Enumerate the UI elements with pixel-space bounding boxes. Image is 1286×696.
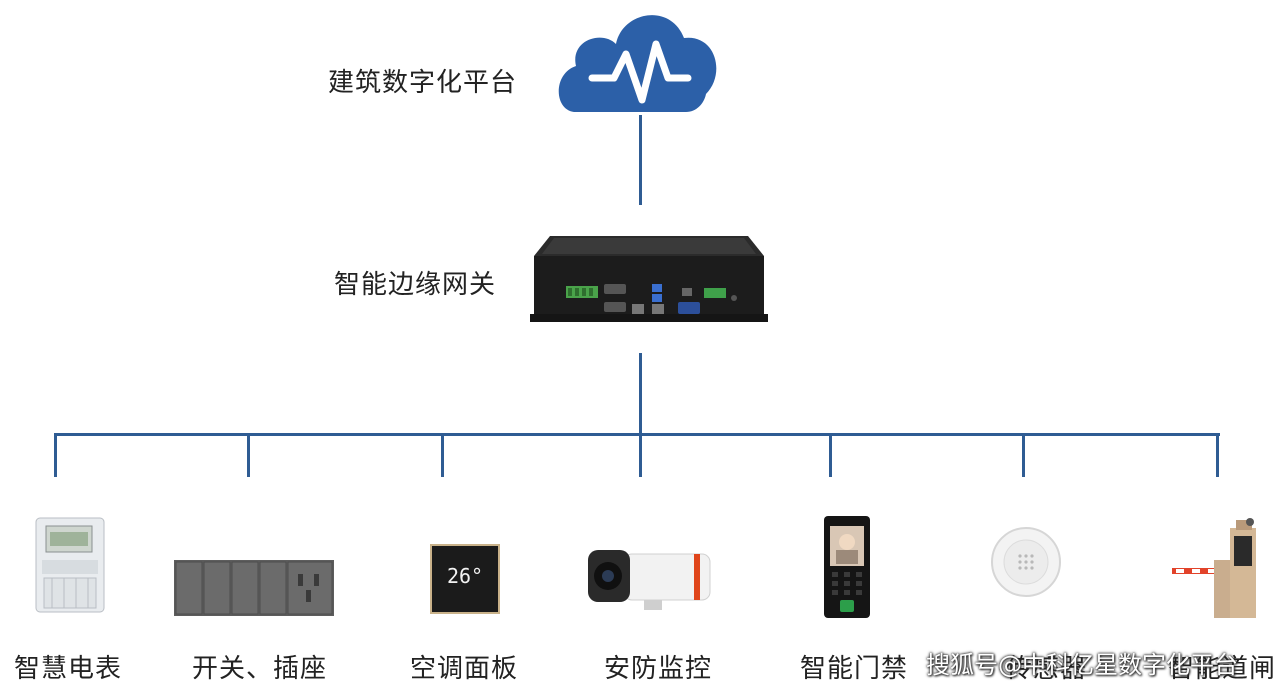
thermostat-display: 26° <box>446 564 484 588</box>
ac-thermostat-panel-icon: 26° <box>430 544 500 614</box>
drop-line <box>441 433 444 477</box>
smoke-sensor-icon <box>991 527 1061 597</box>
device-label-sensor: 传感器 <box>1006 654 1088 684</box>
downlink-line <box>639 353 642 435</box>
edge-gateway-device-icon <box>530 236 768 322</box>
device-label-meter: 智慧电表 <box>14 654 123 684</box>
uplink-line <box>639 115 642 205</box>
platform-label: 建筑数字化平台 <box>328 68 518 98</box>
face-access-terminal-icon <box>824 516 870 618</box>
electric-meter-icon <box>35 517 105 613</box>
drop-line <box>639 433 642 477</box>
device-label-gate: 智能道闸 <box>1168 654 1277 684</box>
device-label-access: 智能门禁 <box>800 654 909 684</box>
watermark-text: 搜狐号@中科亿星数字化平台 <box>926 651 1238 679</box>
drop-line <box>54 433 57 477</box>
drop-line <box>829 433 832 477</box>
drop-line <box>1022 433 1025 477</box>
device-bus-line <box>54 433 1220 436</box>
security-camera-icon <box>588 550 711 610</box>
drop-line <box>1216 433 1219 477</box>
device-label-camera: 安防监控 <box>604 654 713 684</box>
device-label-switch: 开关、插座 <box>192 654 328 684</box>
gateway-label: 智能边缘网关 <box>334 270 497 300</box>
barrier-gate-icon <box>1172 518 1256 618</box>
drop-line <box>247 433 250 477</box>
cloud-pulse-icon <box>558 15 717 113</box>
device-label-ac: 空调面板 <box>410 654 519 684</box>
switch-socket-panel-icon <box>174 560 334 616</box>
